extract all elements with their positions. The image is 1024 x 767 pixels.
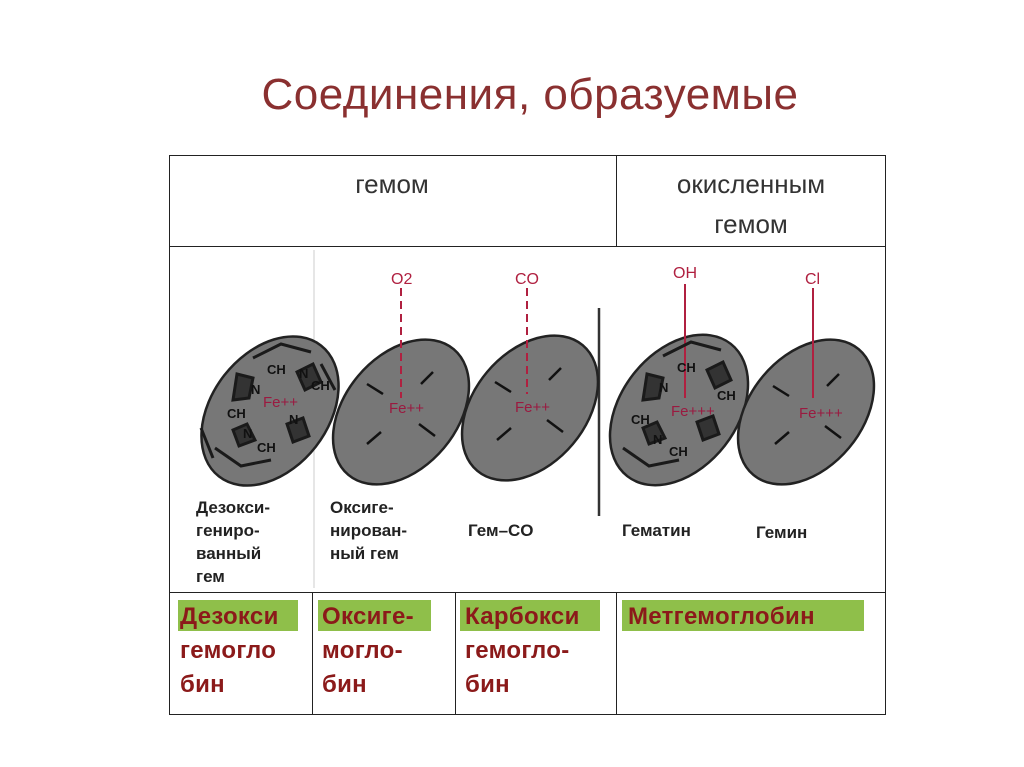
caption-line: Дезокси- bbox=[196, 498, 271, 517]
caption-hematin: Гематин bbox=[622, 519, 691, 542]
compound-oxyhemoglobin: Оксиге- могло- бин bbox=[322, 600, 414, 702]
header-heme: гемом bbox=[355, 169, 429, 199]
header-oxidized-line2: гемом bbox=[714, 209, 788, 239]
ring-label-n-4: N bbox=[289, 412, 298, 427]
molecule-hematin: CH CH CH CH N N OH Fe+++ bbox=[608, 265, 750, 487]
compound-col-divider-1 bbox=[312, 592, 313, 714]
compounds-divider bbox=[169, 592, 886, 593]
caption-line: Гематин bbox=[622, 521, 691, 540]
ring-label-ch-5: CH bbox=[677, 360, 696, 375]
iron-label-3: Fe++ bbox=[515, 399, 550, 416]
header-column-divider bbox=[616, 155, 617, 247]
compound-line: Дезокси bbox=[180, 603, 279, 630]
header-oxidized-line1: окисленным bbox=[676, 169, 826, 199]
compound-line: гемогло bbox=[180, 637, 277, 664]
ring-label-n-1: N bbox=[251, 382, 260, 397]
ring-label-ch-8: CH bbox=[669, 444, 688, 459]
compound-line: гемогло- bbox=[465, 637, 570, 664]
ring-label-ch-6: CH bbox=[717, 388, 736, 403]
molecule-oxy-heme: O2 Fe++ bbox=[331, 271, 471, 486]
compound-line: могло- bbox=[322, 637, 403, 664]
table-frame bbox=[169, 155, 886, 715]
iron-label-5: Fe+++ bbox=[799, 405, 843, 422]
caption-line: Гемин bbox=[756, 523, 808, 542]
ligand-label-o2: O2 bbox=[391, 271, 412, 288]
caption-co-heme: Гем–CO bbox=[468, 519, 534, 542]
iron-label-2: Fe++ bbox=[389, 400, 424, 417]
compound-methemoglobin: Метгемоглобин bbox=[628, 600, 815, 634]
highlight-bar-4 bbox=[622, 600, 864, 631]
caption-deoxy-heme: Дезокси- гениро- ванный гем bbox=[196, 496, 270, 588]
molecule-co-heme: CO Fe++ bbox=[460, 271, 600, 482]
ring-label-n-6: N bbox=[653, 432, 662, 447]
compound-line: бин bbox=[465, 671, 510, 698]
ligand-label-cl: Cl bbox=[805, 271, 820, 288]
ligand-label-oh: OH bbox=[673, 265, 697, 282]
compound-line: бин bbox=[180, 671, 225, 698]
heme-illustrations: CH CH CH CH N N N N Fe++ O2 Fe++ CO Fe++ bbox=[199, 250, 876, 588]
highlight-bar-2 bbox=[318, 600, 431, 631]
header-divider bbox=[169, 246, 886, 247]
caption-oxy-heme: Оксиге- нирован- ный гем bbox=[330, 496, 407, 565]
iron-label-1: Fe++ bbox=[263, 394, 298, 411]
compound-line: Карбокси bbox=[465, 603, 580, 630]
caption-line: Гем–CO bbox=[468, 521, 534, 540]
compound-line: бин bbox=[322, 671, 367, 698]
ring-label-ch-7: CH bbox=[631, 412, 650, 427]
ring-label-n-3: N bbox=[243, 426, 252, 441]
caption-line: Оксиге- bbox=[330, 498, 394, 517]
caption-line: гем bbox=[196, 567, 225, 586]
compound-line: Оксиге- bbox=[322, 603, 414, 630]
iron-label-4: Fe+++ bbox=[671, 403, 715, 420]
compound-line: Метгемоглобин bbox=[628, 603, 815, 630]
caption-line: гениро- bbox=[196, 521, 260, 540]
highlight-bar-1 bbox=[178, 600, 298, 631]
ring-label-ch-1: CH bbox=[267, 362, 286, 377]
ring-label-n-2: N bbox=[299, 366, 308, 381]
slide-title: Соединения, образуемые bbox=[261, 70, 799, 119]
ring-label-ch-3: CH bbox=[227, 406, 246, 421]
caption-line: ванный bbox=[196, 544, 262, 563]
compound-col-divider-3 bbox=[616, 592, 617, 714]
ring-label-n-5: N bbox=[659, 380, 668, 395]
caption-hemin: Гемин bbox=[756, 521, 807, 544]
molecule-hemin: Cl Fe+++ bbox=[736, 271, 876, 486]
caption-line: нирован- bbox=[330, 521, 408, 540]
molecule-deoxy-heme: CH CH CH CH N N N N Fe++ bbox=[199, 335, 340, 487]
ring-label-ch-4: CH bbox=[257, 440, 276, 455]
ligand-label-co: CO bbox=[515, 271, 539, 288]
highlight-bar-3 bbox=[460, 600, 600, 631]
ring-label-ch-2: CH bbox=[311, 378, 330, 393]
compound-col-divider-2 bbox=[455, 592, 456, 714]
compound-deoxyhemoglobin: Дезокси гемогло бин bbox=[180, 600, 279, 702]
caption-line: ный гем bbox=[330, 544, 399, 563]
compound-carboxyhemoglobin: Карбокси гемогло- бин bbox=[465, 600, 580, 702]
